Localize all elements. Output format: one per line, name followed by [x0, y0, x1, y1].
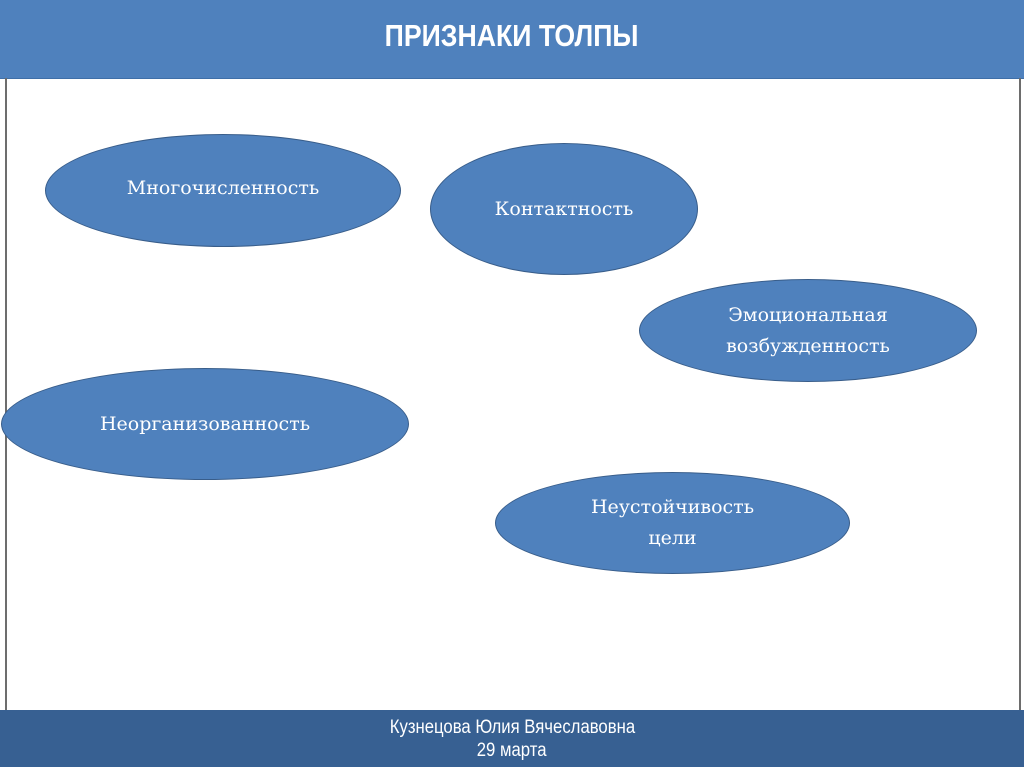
node-emotsionalnaya-vozbuzhdennost: Эмоциональная возбужденность [639, 279, 977, 382]
node-neorganizovannost: Неорганизованность [1, 368, 409, 480]
node-label: Многочисленность [126, 177, 320, 199]
frame-border-right [1019, 78, 1021, 710]
node-label: Эмоциональная возбужденность [726, 303, 890, 357]
node-mnogochislennost: Многочисленность [45, 134, 401, 247]
node-label: Контактность [494, 197, 634, 220]
node-label: Неустойчивость цели [590, 496, 755, 549]
footer-author: Кузнецова Юлия Вячеславовна [389, 716, 635, 738]
node-kontaktnost: Контактность [430, 143, 698, 275]
slide-footer: Кузнецова Юлия Вячеславовна 29 марта [0, 710, 1024, 767]
slide-header: ПРИЗНАКИ ТОЛПЫ [0, 0, 1024, 79]
slide-title: ПРИЗНАКИ ТОЛПЫ [385, 18, 639, 53]
node-neustoychivost-tseli: Неустойчивость цели [495, 472, 850, 574]
frame-border-left [5, 78, 7, 710]
footer-date: 29 марта [477, 739, 547, 761]
node-label: Неорганизованность [99, 412, 311, 435]
